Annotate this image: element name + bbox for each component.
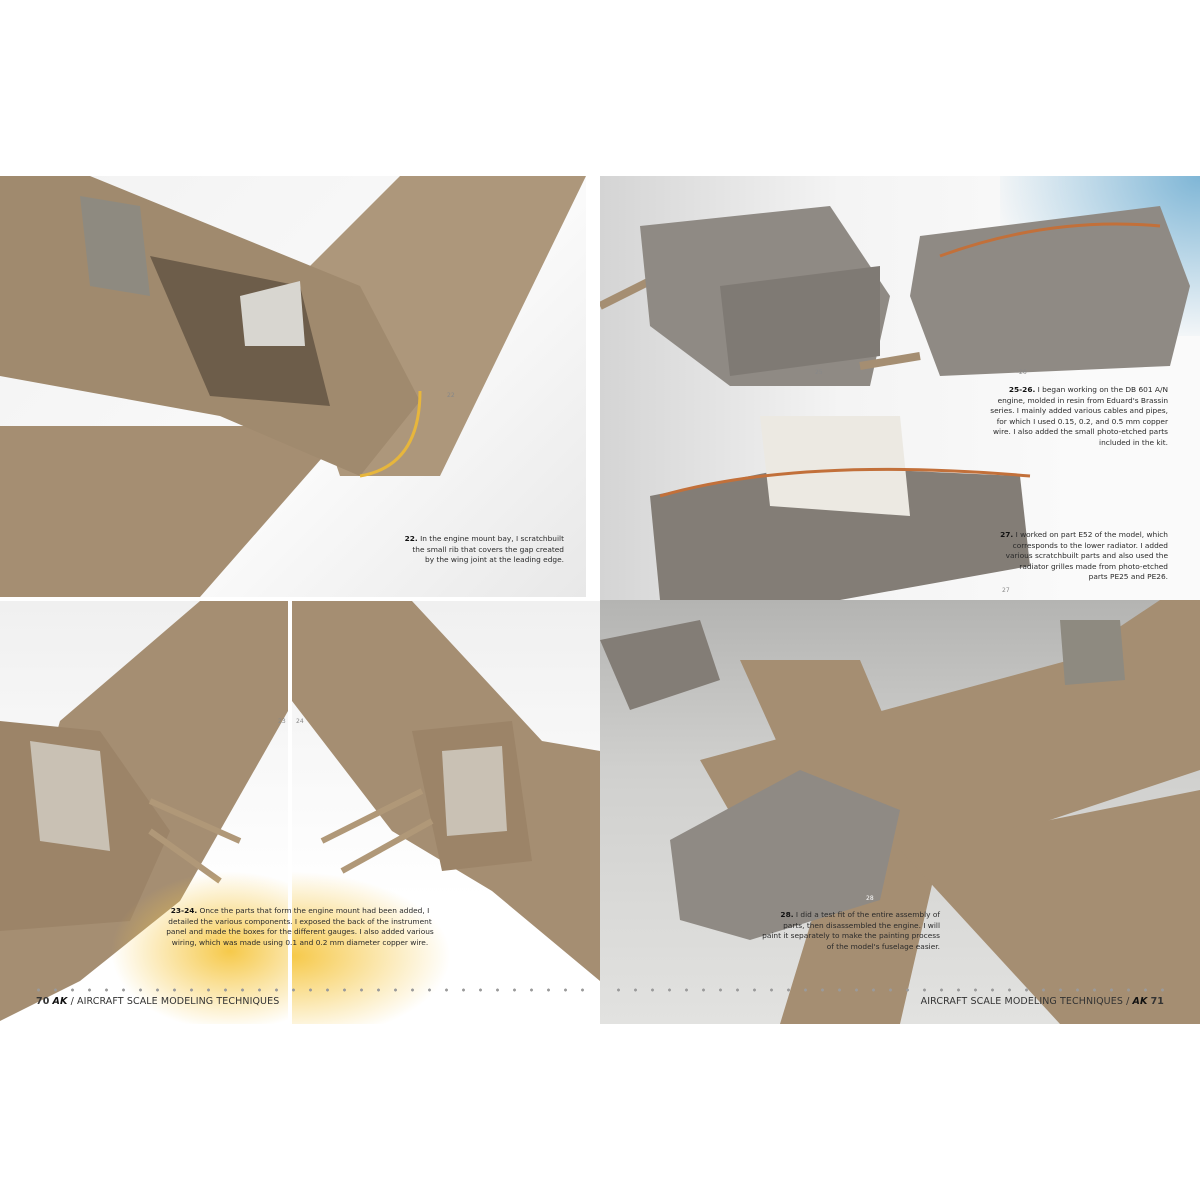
aircraft-model-image [600, 600, 1200, 1024]
photo-23 [0, 601, 288, 1024]
photo-label: 26 [1019, 369, 1027, 376]
book-title: AIRCRAFT SCALE MODELING TECHNIQUES [77, 996, 280, 1007]
caption-28: 28. I did a test fit of the entire assem… [762, 910, 940, 952]
photo-22-engine-mount-bay [0, 176, 586, 597]
photo-label: 22 [447, 392, 455, 399]
decorative-dots [30, 988, 590, 992]
page-number: 71 [1150, 996, 1164, 1007]
footer-separator: / [70, 996, 74, 1007]
footer-left: 70 AK / AIRCRAFT SCALE MODELING TECHNIQU… [36, 996, 279, 1007]
photo-label: 23 [278, 718, 286, 725]
photo-label: 27 [1002, 587, 1010, 594]
photo-label: 25 [815, 369, 823, 376]
caption-number: 22. [404, 534, 418, 543]
photo-label: 24 [296, 718, 304, 725]
ak-logo: AK [52, 996, 68, 1007]
caption-text: I worked on part E52 of the model, which… [1005, 530, 1168, 581]
caption-number: 25-26. [1008, 385, 1036, 394]
page-number: 70 [36, 996, 50, 1007]
caption-text: In the engine mount bay, I scratchbuilt … [412, 534, 564, 564]
caption-text: I did a test fit of the entire assembly … [762, 910, 940, 951]
caption-22: 22. In the engine mount bay, I scratchbu… [404, 534, 564, 566]
yellow-glow [110, 871, 288, 1024]
footer-separator: / [1126, 996, 1130, 1007]
aircraft-model-image [292, 601, 600, 981]
caption-25-26: 25-26. I began working on the DB 601 A/N… [990, 385, 1168, 448]
decorative-dots [610, 988, 1170, 992]
caption-23-24: 23-24. Once the parts that form the engi… [160, 906, 440, 948]
engine-images [600, 206, 1190, 600]
caption-text: I began working on the DB 601 A/N engine… [990, 385, 1168, 447]
footer-right: AIRCRAFT SCALE MODELING TECHNIQUES / AK … [921, 996, 1164, 1007]
caption-27: 27. I worked on part E52 of the model, w… [1000, 530, 1168, 583]
photo-24 [292, 601, 600, 1024]
photo-25-27-engine [600, 176, 1200, 600]
caption-text: Once the parts that form the engine moun… [166, 906, 434, 947]
aircraft-model-image [0, 176, 586, 597]
yellow-glow [292, 871, 452, 1024]
photo-label: 28 [866, 895, 874, 902]
caption-number: 28. [780, 910, 794, 919]
photo-28-test-fit [600, 600, 1200, 1024]
caption-number: 23-24. [170, 906, 198, 915]
caption-number: 27. [1000, 530, 1014, 539]
book-title: AIRCRAFT SCALE MODELING TECHNIQUES [920, 996, 1123, 1007]
ak-logo: AK [1132, 996, 1148, 1007]
